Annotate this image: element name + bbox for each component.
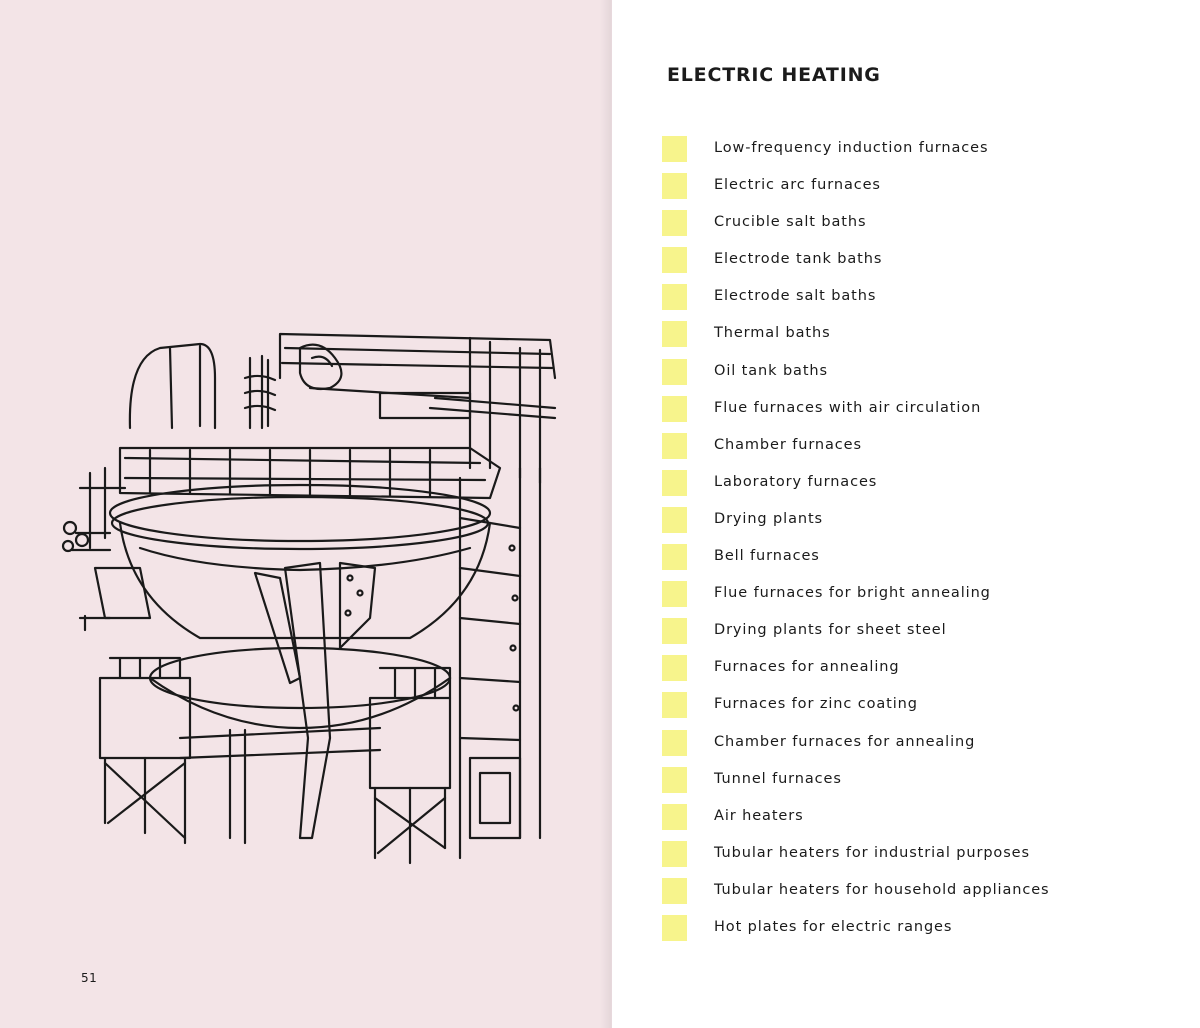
- list-item: Flue furnaces with air circulation: [662, 395, 1050, 433]
- yellow-swatch: [662, 136, 687, 162]
- list-item-label: Bell furnaces: [714, 548, 820, 565]
- list-item: Bell furnaces: [662, 544, 1050, 581]
- list-item-label: Thermal baths: [714, 325, 831, 342]
- list-item: Electrode salt baths: [662, 284, 1050, 321]
- yellow-swatch: [662, 766, 687, 793]
- list-item-label: Electric arc furnaces: [714, 177, 881, 194]
- list-item: Flue furnaces for bright annealing: [662, 581, 1050, 618]
- list-item: Hot plates for electric ranges: [662, 914, 1050, 952]
- yellow-swatch: [662, 618, 687, 645]
- yellow-swatch: [662, 803, 687, 830]
- yellow-swatch: [662, 506, 687, 533]
- section-heading: ELECTRIC HEATING: [667, 64, 881, 86]
- list-item: Tubular heaters for industrial purposes: [662, 840, 1050, 878]
- list-item: Low-frequency induction furnaces: [662, 136, 1050, 173]
- list-item-label: Hot plates for electric ranges: [714, 918, 953, 935]
- yellow-swatch: [662, 173, 687, 200]
- list-item-label: Crucible salt baths: [714, 214, 867, 231]
- list-item-label: Flue furnaces with air circulation: [714, 399, 982, 416]
- list-item: Crucible salt baths: [662, 210, 1050, 247]
- yellow-swatch: [662, 432, 687, 459]
- list-item-label: Furnaces for zinc coating: [714, 696, 918, 713]
- yellow-swatch: [662, 321, 687, 348]
- list-item: Electrode tank baths: [662, 247, 1050, 284]
- yellow-swatch: [662, 655, 687, 682]
- list-item: Furnaces for zinc coating: [662, 692, 1050, 729]
- furnace-illustration: [61, 332, 557, 865]
- yellow-swatch: [662, 284, 687, 311]
- yellow-swatch: [662, 395, 687, 422]
- yellow-swatch: [662, 358, 687, 385]
- right-page: ELECTRIC HEATING Low-frequency induction…: [612, 0, 1200, 1028]
- list-item-label: Furnaces for annealing: [714, 659, 900, 676]
- list-item: Drying plants: [662, 506, 1050, 544]
- page-number: 51: [81, 971, 98, 985]
- list-item-label: Chamber furnaces for annealing: [714, 733, 976, 750]
- list-item-label: Oil tank baths: [714, 362, 828, 379]
- list-item-label: Chamber furnaces: [714, 436, 862, 453]
- yellow-swatch: [662, 729, 687, 756]
- yellow-swatch: [662, 581, 687, 608]
- yellow-swatch: [662, 247, 687, 274]
- list-item: Oil tank baths: [662, 358, 1050, 396]
- list-item: Tunnel furnaces: [662, 766, 1050, 804]
- list-item-label: Laboratory furnaces: [714, 473, 878, 490]
- list-item-label: Flue furnaces for bright annealing: [714, 585, 991, 602]
- yellow-swatch: [662, 210, 687, 237]
- list-item: Furnaces for annealing: [662, 655, 1050, 692]
- list-item: Chamber furnaces: [662, 432, 1050, 470]
- yellow-swatch: [662, 469, 687, 496]
- list-item-label: Tubular heaters for industrial purposes: [714, 844, 1030, 861]
- list-item-label: Low-frequency induction furnaces: [714, 140, 989, 156]
- list-item: Air heaters: [662, 803, 1050, 841]
- list-item: Tubular heaters for household appliances: [662, 877, 1050, 915]
- list-item-label: Tubular heaters for household appliances: [714, 881, 1050, 898]
- list-item-label: Air heaters: [714, 807, 804, 824]
- list-item: Drying plants for sheet steel: [662, 618, 1050, 655]
- left-page: 51: [0, 0, 612, 1028]
- yellow-swatch: [662, 840, 687, 867]
- list-item-label: Electrode tank baths: [714, 251, 883, 268]
- list-item-label: Drying plants for sheet steel: [714, 622, 947, 639]
- list-item: Electric arc furnaces: [662, 173, 1050, 210]
- list-item: Chamber furnaces for annealing: [662, 729, 1050, 767]
- list-item: Laboratory furnaces: [662, 469, 1050, 507]
- yellow-swatch: [662, 544, 687, 571]
- list-item-label: Electrode salt baths: [714, 288, 877, 305]
- yellow-swatch: [662, 877, 687, 904]
- list-item: Thermal baths: [662, 321, 1050, 358]
- yellow-swatch: [662, 692, 687, 719]
- list-item-label: Drying plants: [714, 510, 823, 527]
- yellow-swatch: [662, 914, 687, 941]
- list-item-label: Tunnel furnaces: [714, 770, 842, 787]
